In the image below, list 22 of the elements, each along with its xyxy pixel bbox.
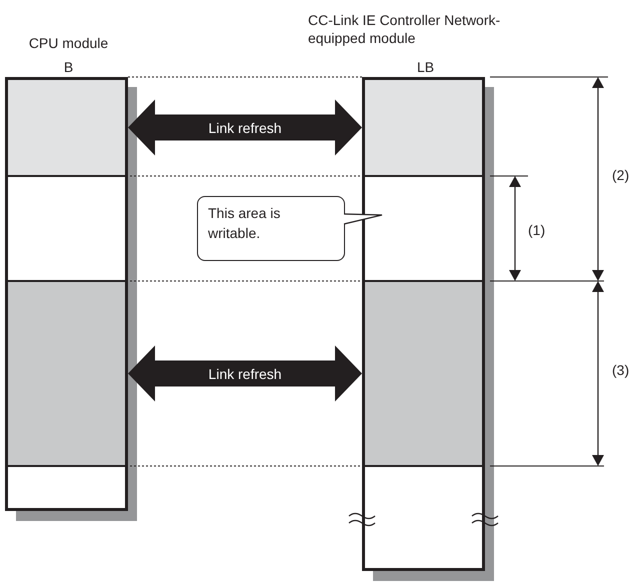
memory-area: [7, 281, 126, 466]
memory-area: [364, 466, 483, 569]
memory-area: [7, 466, 126, 509]
speech-callout: [197, 196, 345, 261]
callout-tail: [343, 213, 383, 225]
edge-label: Link refresh: [208, 366, 282, 382]
edge-label: Link refresh: [208, 120, 282, 136]
module-title: CPU module: [28, 34, 110, 52]
dimension-label: (2): [612, 167, 630, 183]
memory-area: [364, 281, 483, 466]
memory-area: [7, 176, 126, 281]
device-name: LB: [416, 58, 436, 76]
double-block-arrow: [128, 346, 362, 402]
module-title: CC-Link IE Controller Network-equipped module: [308, 11, 502, 47]
dimension-label: (1): [528, 222, 546, 238]
dimension-label: (3): [612, 362, 630, 378]
memory-area: [7, 79, 126, 176]
memory-area: [364, 176, 483, 281]
memory-area: [364, 79, 483, 176]
callout-text: This area is writable.: [208, 205, 280, 241]
device-name: B: [62, 58, 74, 76]
double-block-arrow: [128, 100, 362, 156]
